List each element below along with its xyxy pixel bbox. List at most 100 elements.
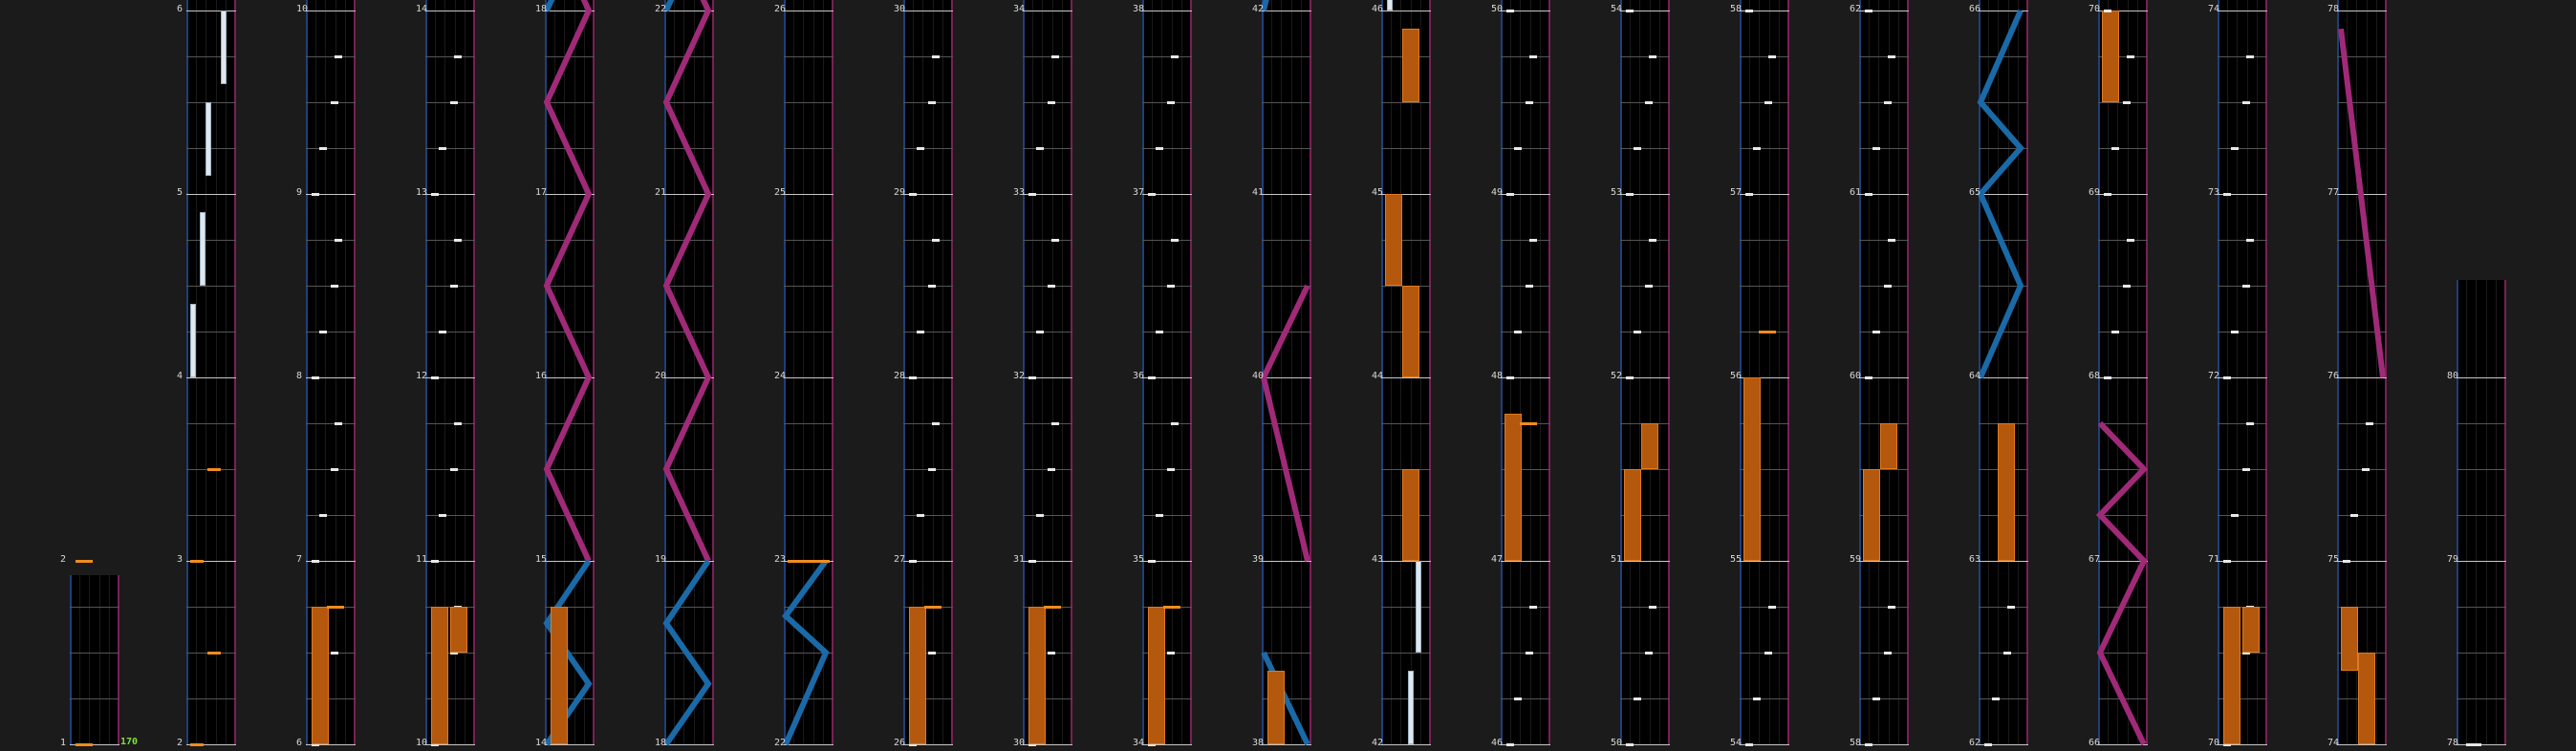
beat-line (1262, 515, 1311, 516)
beat-line (1859, 515, 1909, 516)
measure-number: 38 (1252, 738, 1265, 748)
measure-number: 45 (1372, 187, 1384, 198)
measure-line (1859, 561, 1909, 562)
beat-line (2098, 148, 2148, 149)
beat-line (545, 286, 595, 287)
tap-note (1884, 285, 1892, 288)
tap-note (2242, 652, 2250, 654)
measure-number: 33 (1013, 187, 1026, 198)
lane-column-18 (2095, 0, 2149, 746)
lane-right-border (1310, 0, 1311, 744)
beat-line (2098, 515, 2148, 516)
lane-guide (2227, 0, 2228, 744)
lane-guide (674, 0, 675, 744)
measure-line (903, 744, 953, 745)
tap-note (1526, 101, 1533, 104)
lane-column-16 (1859, 0, 1909, 746)
tap-note (917, 147, 924, 150)
beat-line (425, 515, 475, 516)
beat-line (306, 698, 356, 699)
slide-path-pink (1979, 0, 2028, 744)
measure-line (545, 744, 595, 745)
measure-line (1501, 561, 1550, 562)
lane-column-15 (1740, 0, 1789, 746)
lane-guide (1181, 0, 1182, 744)
lane-left-border (2457, 280, 2458, 744)
lane-guide (1659, 0, 1660, 744)
tap-note (2231, 147, 2239, 150)
measure-number: 50 (1611, 738, 1623, 748)
lane-guide (1630, 0, 1631, 744)
measure-line (186, 194, 236, 195)
lane-column-14 (1620, 0, 1670, 746)
beat-line (1620, 240, 1670, 241)
measure-number: 58 (1730, 4, 1743, 14)
tap-note (1514, 697, 1522, 700)
tap-note (909, 560, 917, 563)
measure-number: 75 (2327, 554, 2340, 565)
beat-line (2098, 469, 2148, 470)
hold-note (1416, 561, 1421, 653)
lane-column-10 (1142, 0, 1192, 746)
beat-line (425, 332, 475, 333)
measure-number: 61 (1850, 187, 1862, 198)
beat-line (1859, 607, 1909, 608)
tap-note (190, 560, 204, 563)
lane-guide (1032, 0, 1033, 744)
lane-left-border (1740, 0, 1742, 744)
beat-line (1859, 469, 1909, 470)
beat-line (1262, 607, 1311, 608)
measure-line (1979, 561, 2028, 562)
tap-note (1171, 422, 1179, 425)
tap-note (2127, 239, 2134, 242)
measure-line (664, 377, 714, 378)
tap-note (2104, 376, 2111, 379)
measure-line (306, 377, 356, 378)
measure-number: 34 (1013, 4, 1026, 14)
tap-note (1506, 743, 1514, 746)
beat-line (425, 423, 475, 424)
measure-number: 48 (1491, 371, 1504, 381)
lane-guide (1161, 0, 1162, 744)
measure-number: 6 (296, 738, 303, 748)
beat-line (1740, 240, 1789, 241)
tap-note (932, 55, 940, 58)
tap-note (1865, 376, 1872, 379)
hold-note (1880, 423, 1897, 469)
lane-guide (1042, 0, 1043, 744)
lane-guide (564, 0, 565, 744)
beat-line (2457, 698, 2506, 699)
lane-guide (1281, 0, 1282, 744)
lane-guide (1759, 0, 1760, 744)
tap-note (1888, 55, 1895, 58)
beat-line (1023, 332, 1072, 333)
measure-number: 23 (774, 554, 787, 565)
tap-note (2362, 468, 2370, 471)
beat-line (306, 240, 356, 241)
tap-note (1872, 331, 1880, 333)
slide-path-blue (1261, 651, 1310, 746)
tap-note (1156, 331, 1163, 333)
beat-line (664, 469, 714, 470)
tap-note (1865, 10, 1872, 12)
tap-note (450, 468, 458, 471)
lane-column-13 (1501, 0, 1550, 746)
hold-note (1385, 194, 1402, 286)
lane-left-border (1262, 0, 1264, 744)
beat-line (2218, 332, 2267, 333)
beat-line (186, 515, 236, 516)
measure-line (1262, 561, 1311, 562)
lane-right-border (712, 0, 714, 744)
beat-line (2457, 469, 2506, 470)
measure-number: 2 (60, 554, 67, 565)
lane-right-border (832, 0, 833, 744)
measure-number: 9 (296, 187, 303, 198)
measure-number: 57 (1730, 187, 1743, 198)
beat-line (2218, 240, 2267, 241)
measure-number: 8 (296, 371, 303, 381)
tap-note (1526, 652, 1533, 654)
beat-line (306, 332, 356, 333)
lane-guide (444, 0, 445, 744)
tap-note (1649, 606, 1656, 609)
lane-guide (922, 0, 923, 744)
